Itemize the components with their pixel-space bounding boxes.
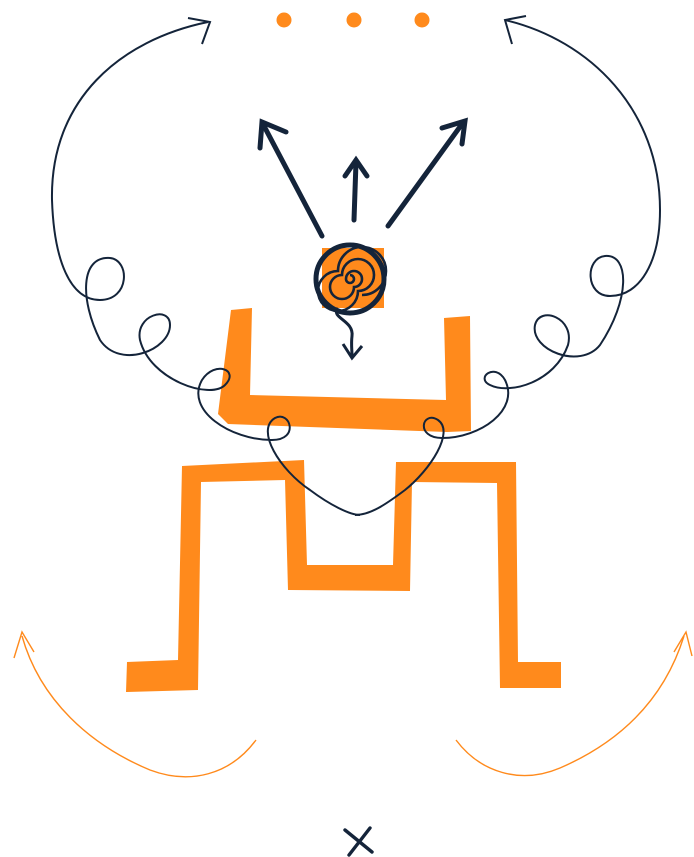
spiral-path <box>316 245 388 313</box>
arrow-icon <box>13 630 35 659</box>
right-loop-line <box>354 15 662 516</box>
arrow-icon <box>503 15 527 45</box>
bottom-left-curve <box>13 630 257 778</box>
arrow-icon <box>341 343 364 361</box>
left-loop-line <box>50 17 361 516</box>
dot <box>414 12 430 28</box>
arrow-icon <box>187 17 212 45</box>
arrow-right-shaft <box>385 121 465 229</box>
arrow-right-head <box>439 117 468 147</box>
arrow-left-shaft <box>261 123 325 239</box>
arrow-mid-shaft <box>351 159 359 223</box>
bottom-right-curve <box>455 630 693 777</box>
three-dots-icon <box>276 12 430 28</box>
dot <box>346 12 362 28</box>
x-mark-icon <box>343 826 374 857</box>
lower-bracket <box>126 460 561 692</box>
upper-bracket <box>218 308 471 432</box>
dot <box>276 12 292 28</box>
arrow-icon <box>257 117 468 239</box>
arrow-icon <box>673 630 693 657</box>
spiral-tail <box>334 307 354 357</box>
arrow-left-head <box>257 118 289 151</box>
spiral-icon <box>313 242 388 361</box>
arrow-mid-head <box>342 155 370 179</box>
